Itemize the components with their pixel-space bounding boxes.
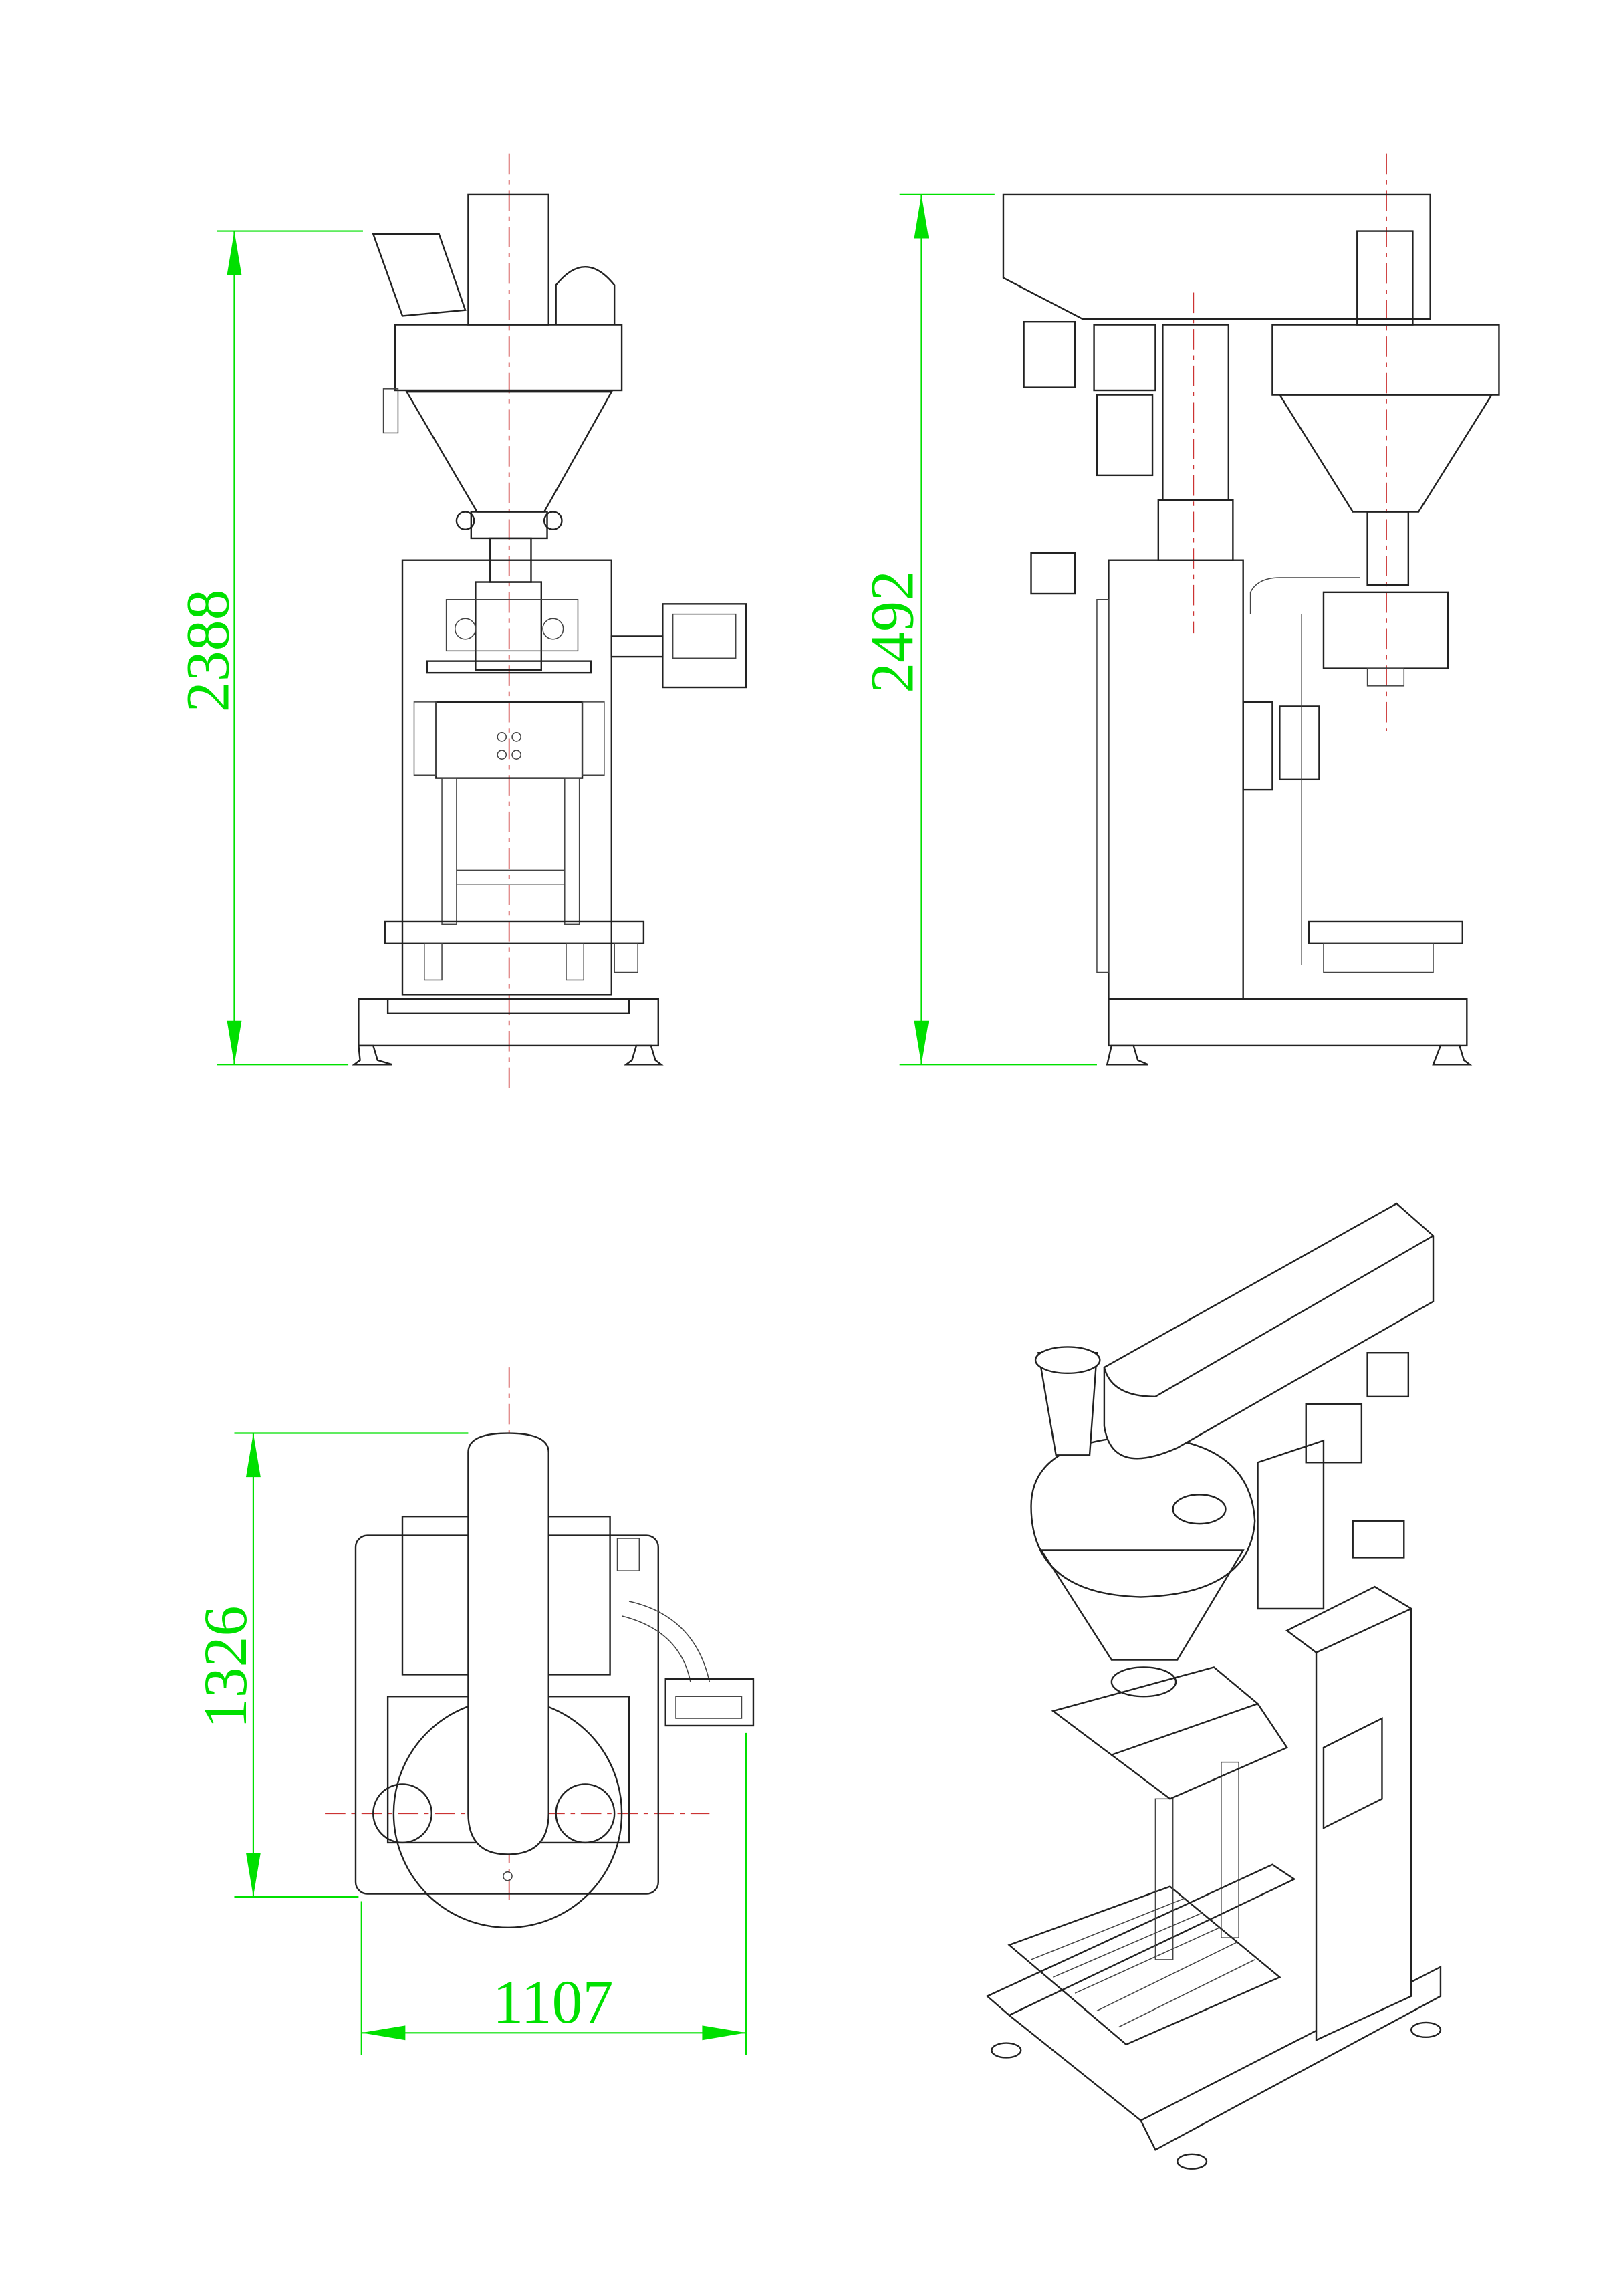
front-view [352,153,747,1095]
dimension-label-1326: 1326 [191,1606,259,1729]
top-width-dimension: 1107 [360,1732,747,2055]
side-height-dimension: 2492 [858,193,1097,1066]
dimension-label-2388: 2388 [174,589,242,712]
top-depth-dimension: 1326 [191,1432,469,1898]
top-view [325,1367,755,1929]
isometric-view [985,1202,1442,2170]
side-view [1002,153,1500,1066]
front-height-dimension: 2388 [174,230,363,1066]
dimension-label-2492: 2492 [858,570,926,693]
dimension-label-1107: 1107 [493,1968,613,2036]
